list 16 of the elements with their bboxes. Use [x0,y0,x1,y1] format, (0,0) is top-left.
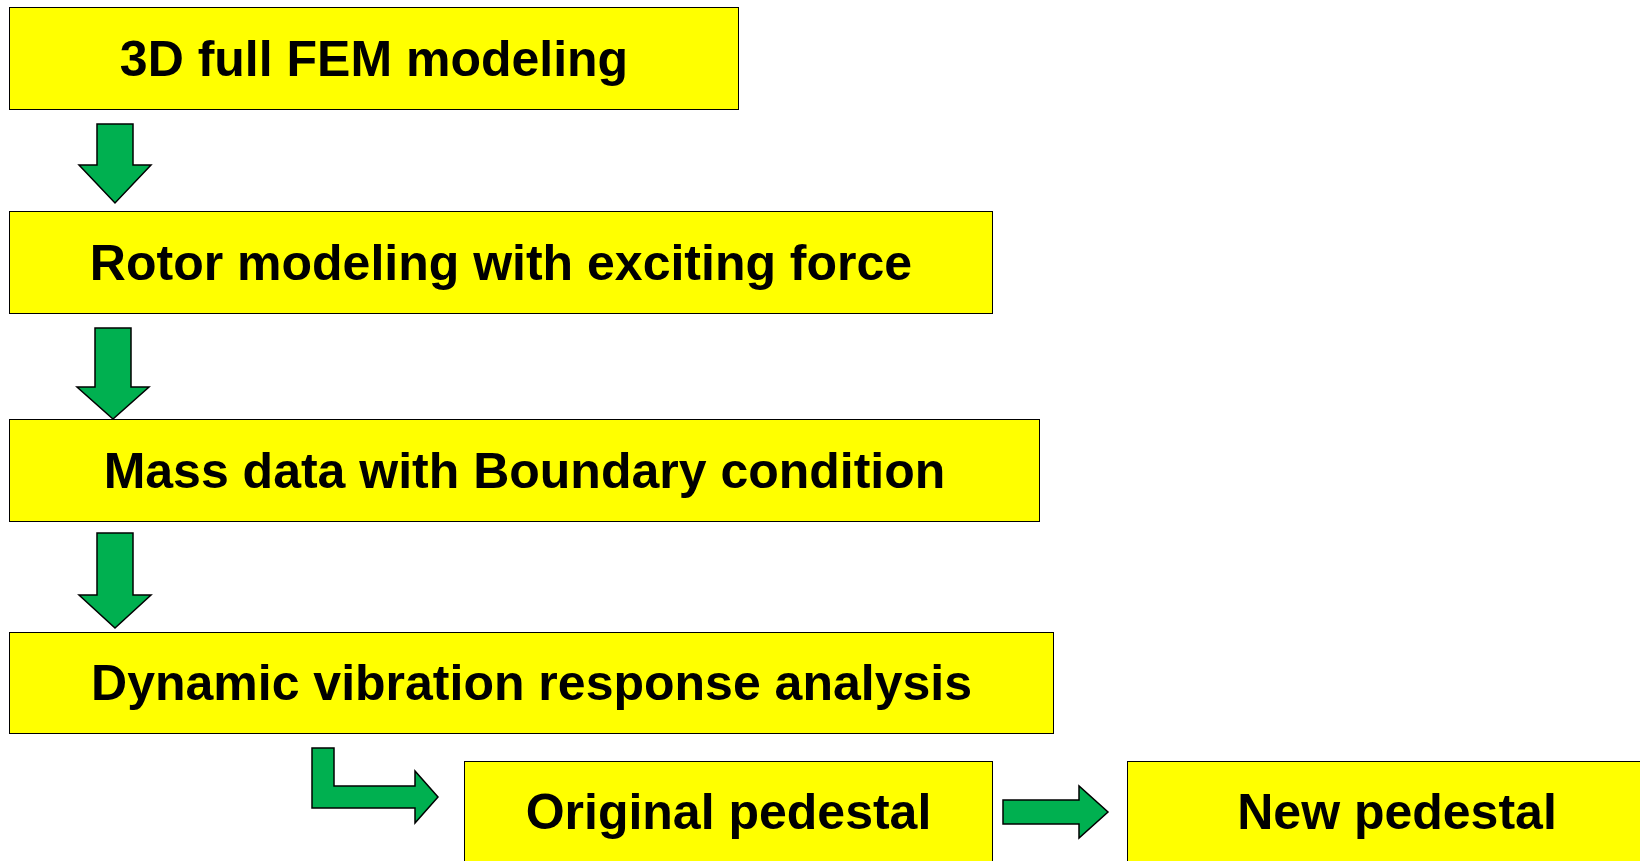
block-arrow [75,327,151,420]
block-arrow [311,747,439,825]
box-label: Mass data with Boundary condition [103,441,946,500]
block-arrow [1002,784,1110,840]
box-label: Dynamic vibration response analysis [91,654,972,712]
block-arrow [77,532,153,629]
box-label: New pedestal [1237,783,1557,841]
process-box [9,419,1040,522]
process-box [464,761,993,861]
process-box [9,211,993,314]
process-box [9,632,1054,734]
box-label: 3D full FEM modeling [119,29,629,88]
process-box [9,7,739,110]
box-label: Rotor modeling with exciting force [89,233,913,292]
block-arrow [77,123,153,205]
box-label: Original pedestal [525,783,932,841]
